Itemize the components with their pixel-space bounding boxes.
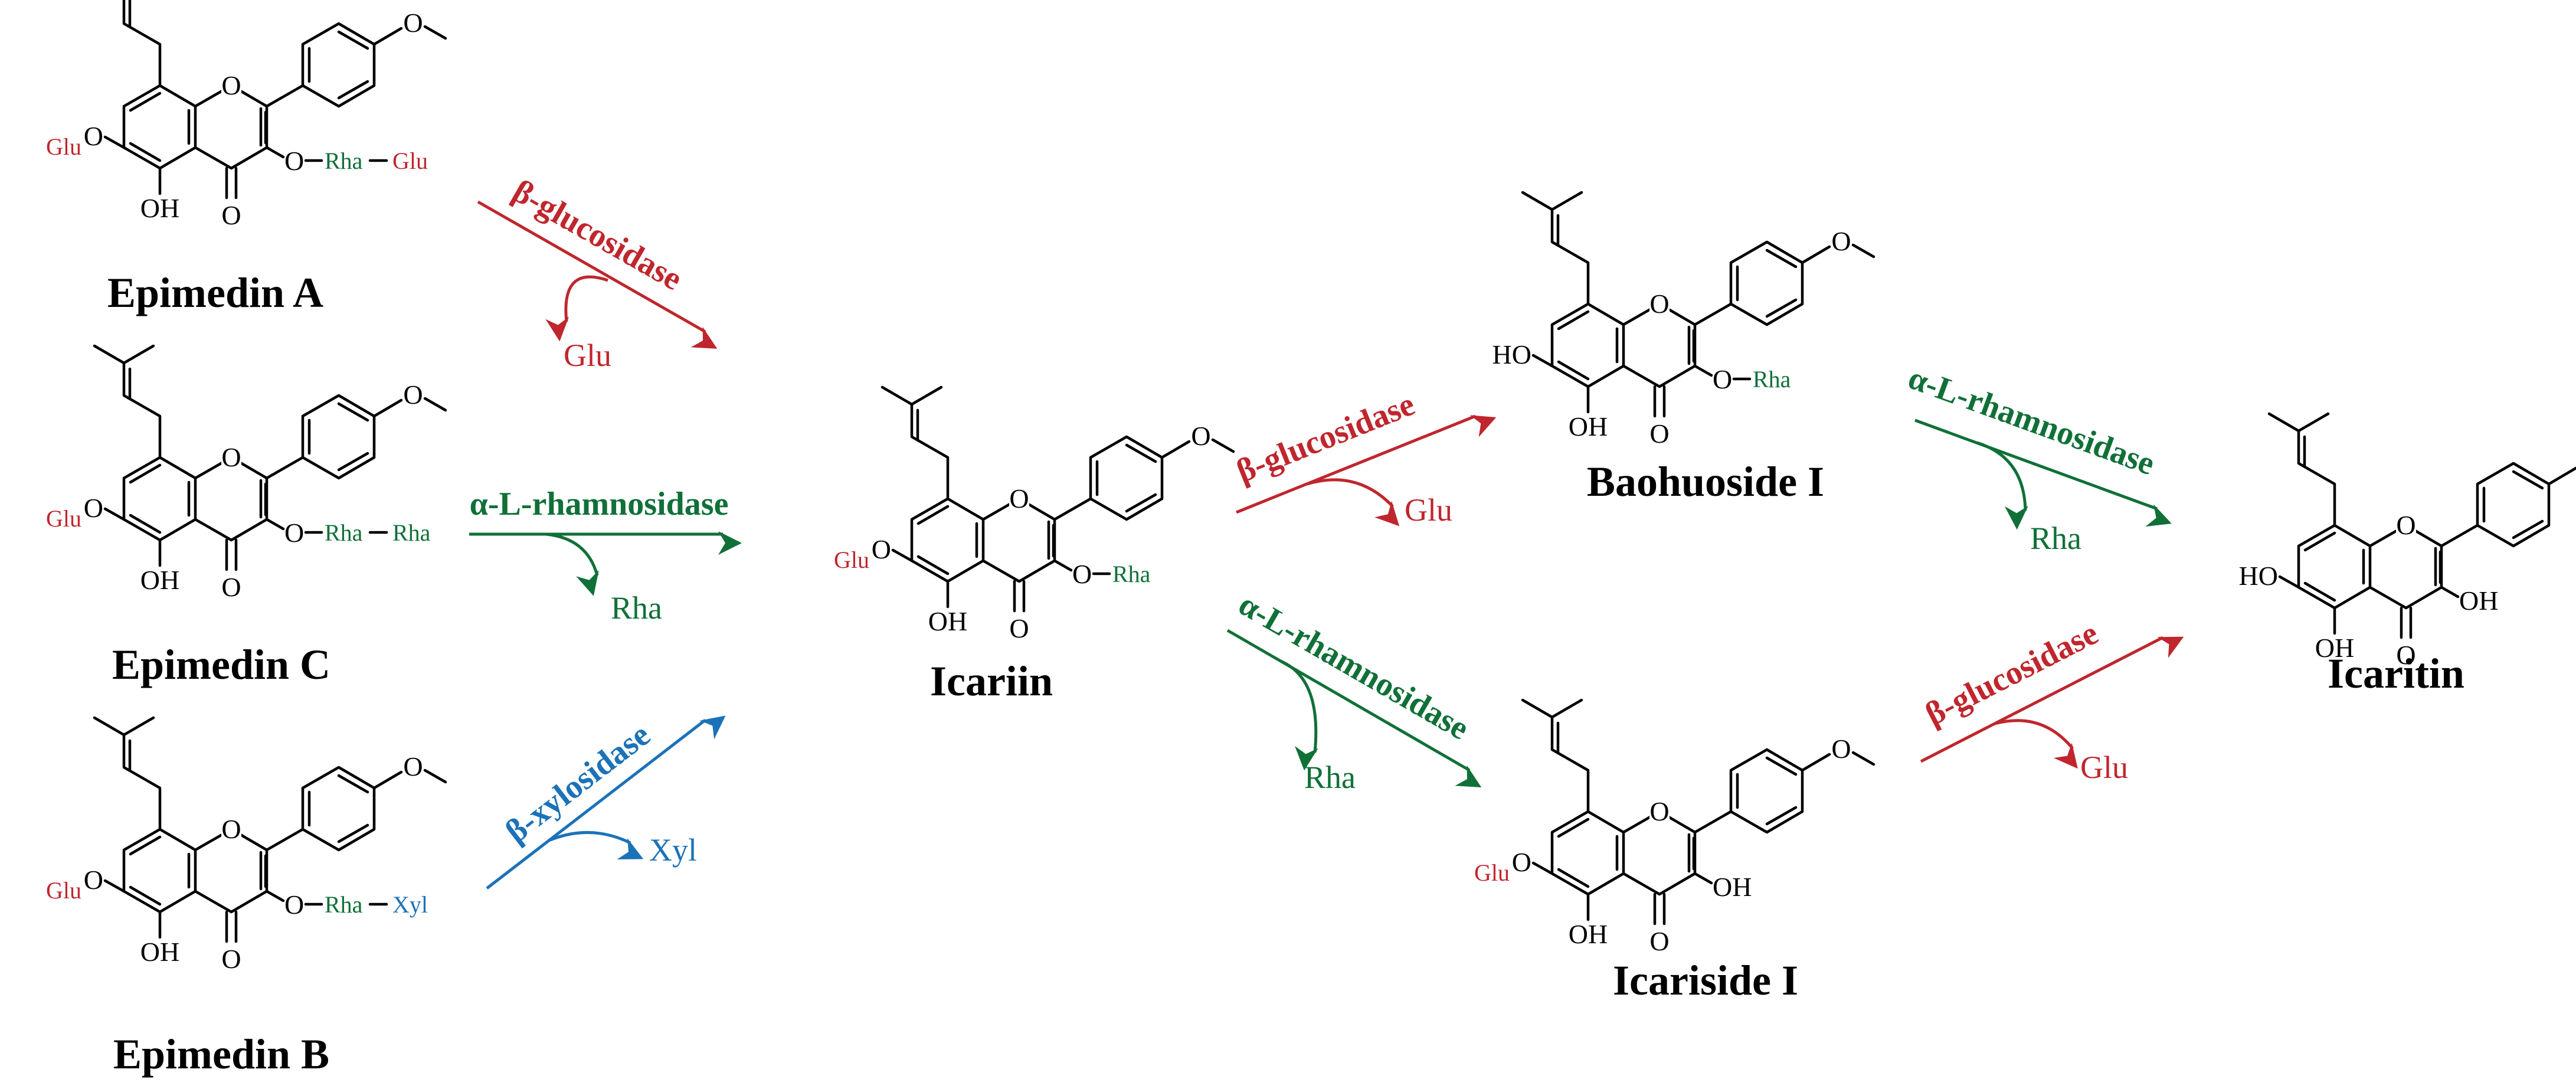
compound-icaritin: HO OH [2239, 414, 2576, 670]
c3-hydroxyl-label: OH [1713, 872, 1752, 902]
compound-name-icariside-i: Icariside I [1613, 957, 1798, 1004]
c7-hydroxyl-label: HO [1492, 339, 1531, 369]
reaction-arrow [1914, 418, 2172, 527]
released-sugar-label: Rha [1304, 760, 1356, 795]
enzyme-label: α-L-rhamnosidase [1233, 586, 1475, 747]
c3-sugar-glu: Glu [392, 148, 428, 174]
release-arrow [545, 275, 608, 342]
c3-sugar-rha: Rha [325, 148, 363, 174]
compound-icariside-i: O Glu OH [1474, 700, 1874, 956]
reaction-icariside-to-icaritin: β-glucosidase Glu [1920, 615, 2184, 785]
release-arrow [1994, 719, 2078, 769]
compound-name-epimedin-c: Epimedin C [112, 641, 330, 688]
skeleton-atom-labels [2315, 447, 2576, 670]
c7-sugar-glu: Glu [46, 505, 81, 532]
released-sugar-label: Rha [2030, 521, 2081, 556]
enzyme-label: β-glucosidase [1232, 386, 1420, 490]
c7-ether-oxygen: O [872, 534, 891, 564]
enzyme-label: β-xylosidase [499, 717, 657, 851]
c3-ether-oxygen: O [284, 518, 304, 548]
flavonol-skeleton [1523, 700, 1874, 924]
c7-sugar-glu: Glu [834, 547, 869, 573]
release-arrow [1280, 659, 1318, 771]
c7-hydroxyl-label: HO [2239, 561, 2278, 591]
compound-name-epimedin-b: Epimedin B [113, 1031, 329, 1078]
released-sugar-label: Rha [611, 590, 662, 626]
c3-sugar-rha: Rha [1112, 561, 1151, 587]
c3-ether-oxygen: O [284, 146, 304, 176]
c3-ether-oxygen: O [284, 889, 304, 920]
c3-sugar-rha: Rha [325, 519, 363, 546]
compound-epimedin-c: O Glu O Rha Rha [46, 346, 446, 602]
compound-epimedin-a: O Glu O Rha Glu [46, 0, 446, 230]
release-arrow [545, 532, 599, 596]
reaction-baohuoside-to-icaritin: α-L-rhamnosidase Rha [1904, 359, 2172, 556]
compound-name-icariin: Icariin [930, 658, 1053, 705]
released-sugar-label: Glu [564, 338, 611, 373]
reaction-arrow [477, 200, 718, 349]
released-sugar-label: Glu [2080, 750, 2128, 785]
compound-name-baohuoside-i: Baohuoside I [1587, 458, 1824, 505]
reaction-arrow [1920, 636, 2184, 763]
c7-sugar-glu: Glu [46, 133, 81, 160]
c7-ether-oxygen: O [84, 865, 103, 895]
c7-ether-oxygen: O [1512, 847, 1531, 877]
c3-ether-oxygen: O [1072, 559, 1092, 589]
c3-ether-oxygen: O [1713, 364, 1732, 394]
flavonol-skeleton [1523, 192, 1874, 416]
release-arrow [1976, 441, 2028, 530]
flavonol-skeleton [882, 387, 1233, 611]
enzyme-label: α-L-rhamnosidase [470, 486, 729, 522]
compound-icariin: O Glu O Rha [834, 387, 1233, 643]
c3-sugar-rha-terminal: Rha [392, 519, 431, 546]
reaction-icariin-to-baohuoside: β-glucosidase Glu [1232, 386, 1497, 528]
c7-sugar-glu: Glu [46, 877, 81, 904]
reaction-arrow [486, 715, 726, 889]
c3-sugar-xyl: Xyl [392, 891, 428, 918]
reaction-b-to-icariin: β-xylosidase Xyl [486, 715, 726, 889]
c7-sugar-glu: Glu [1474, 859, 1510, 886]
c7-ether-oxygen: O [84, 493, 103, 523]
compound-name-epimedin-a: Epimedin A [107, 269, 323, 316]
reaction-arrow [1226, 629, 1482, 788]
release-arrow [1307, 478, 1400, 526]
c3-hydroxyl-label: OH [2459, 586, 2498, 616]
released-sugar-label: Xyl [649, 832, 697, 868]
c3-sugar-rha: Rha [325, 891, 363, 918]
c3-sugar-rha: Rha [1753, 366, 1791, 393]
flavonol-skeleton [2269, 414, 2576, 637]
release-arrow [548, 830, 644, 860]
reaction-c-to-icariin: α-L-rhamnosidase Rha [469, 486, 742, 626]
c7-ether-oxygen: O [84, 121, 103, 151]
released-sugar-label: Glu [1405, 492, 1452, 528]
reaction-icariin-to-icariside: α-L-rhamnosidase Rha [1226, 586, 1482, 795]
compound-name-icaritin: Icaritin [2328, 650, 2464, 697]
compound-epimedin-b: O Glu O Rha Xyl [46, 718, 446, 974]
reaction-arrow [1236, 414, 1497, 514]
reaction-a-to-icariin: β-glucosidase Glu [477, 172, 718, 373]
compound-baohuoside-i: HO O Rha [1492, 192, 1874, 449]
